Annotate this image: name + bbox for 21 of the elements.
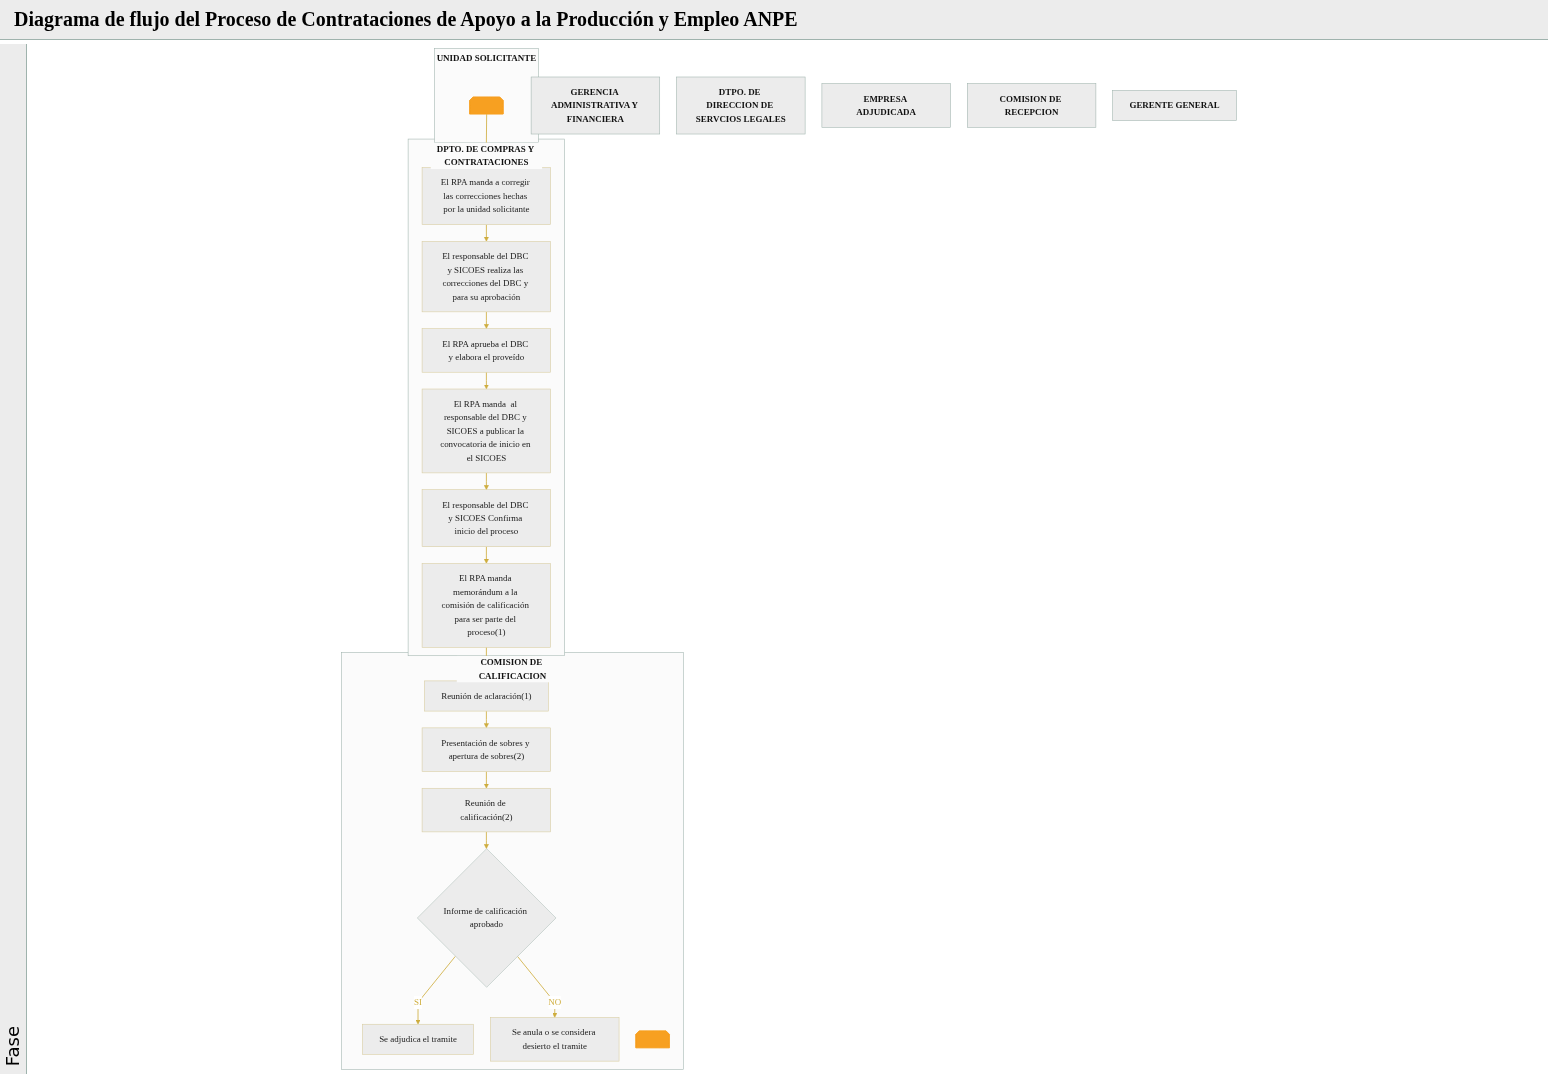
node-box: Se adjudica el tramite <box>362 1023 474 1055</box>
edge-label: SI <box>414 997 422 1007</box>
phase-label: Fase <box>2 1025 23 1066</box>
node-box: GERENCIA ADMINISTRATIVA Y FINANCIERA <box>530 76 660 135</box>
node-box: Se anula o se considera desierto el tramite <box>490 1017 620 1062</box>
node-box: Reunión de aclaración(1) <box>424 680 549 712</box>
node-box: El responsable del DBC y SICOES Confirma inicio del proceso <box>421 489 551 547</box>
node-box: GERENTE GENERAL <box>1112 90 1237 121</box>
node-box: Reunión de calificación(2) <box>421 788 551 833</box>
node-box: El RPA manda al responsable del DBC y SICOES a publicar la convocatoria de inicio en el SICOES <box>421 388 551 474</box>
diagram-title: Diagrama de flujo del Proceso de Contrataciones de Apoyo a la Producción y Empleo ANPE <box>0 0 1548 40</box>
node-box: El RPA aprueba el DBC y elabora el proveído <box>421 328 551 373</box>
node-box: El responsable del DBC y SICOES realiza las correcciones del DBC y para su aprobación <box>421 241 551 313</box>
node-diamond: Informe de calificación aprobado <box>417 848 557 988</box>
node-box: EMPRESA ADJUDICADA <box>821 83 951 128</box>
node-box: El RPA manda memorándum a la comisión de calificación para ser parte del proceso(1) <box>421 563 551 648</box>
node-box: DTPO. DE DIRECCION DE SERVCIOS LEGALES <box>676 76 806 135</box>
node-box: Presentación de sobres y apertura de sobres(2) <box>421 727 551 772</box>
node-box: El RPA manda a corregir las correcciones hechas por la unidad solicitante <box>421 167 551 225</box>
edge-label: NO <box>548 997 562 1007</box>
node-box: COMISION DE RECEPCION <box>967 83 1097 128</box>
